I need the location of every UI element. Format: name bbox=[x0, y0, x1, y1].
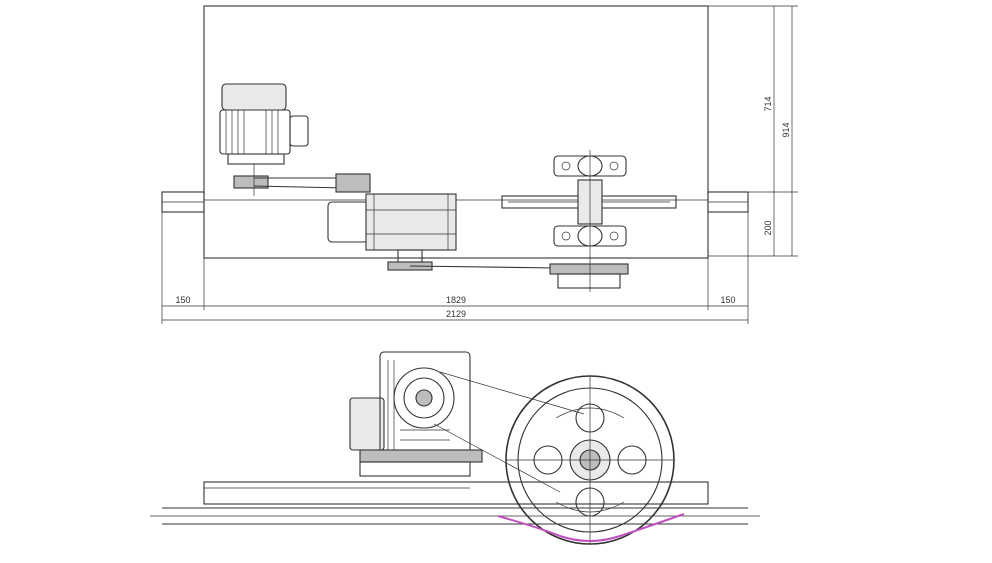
left-rail bbox=[161, 191, 205, 213]
dim-label-2129: 2129 bbox=[446, 309, 466, 319]
dim-label-1829: 1829 bbox=[446, 295, 466, 305]
sprocket-assembly-top bbox=[501, 150, 677, 292]
dim-label-714: 714 bbox=[763, 96, 773, 111]
dim-label-200: 200 bbox=[763, 220, 773, 235]
gearbox-top bbox=[327, 193, 457, 271]
electric-motor bbox=[219, 83, 309, 196]
dimension-lines bbox=[161, 5, 798, 324]
dim-label-150-left: 150 bbox=[175, 295, 190, 305]
side-rails bbox=[150, 481, 760, 525]
drive-wheel bbox=[505, 375, 675, 545]
dim-label-914: 914 bbox=[781, 122, 791, 137]
drive-chain bbox=[497, 513, 685, 542]
top-view bbox=[161, 5, 749, 292]
belt-drive bbox=[253, 173, 371, 193]
right-rail bbox=[707, 191, 749, 213]
gearbox-side bbox=[349, 351, 483, 477]
frame-outline bbox=[203, 5, 709, 259]
dim-label-150-right: 150 bbox=[720, 295, 735, 305]
side-view bbox=[150, 351, 760, 545]
